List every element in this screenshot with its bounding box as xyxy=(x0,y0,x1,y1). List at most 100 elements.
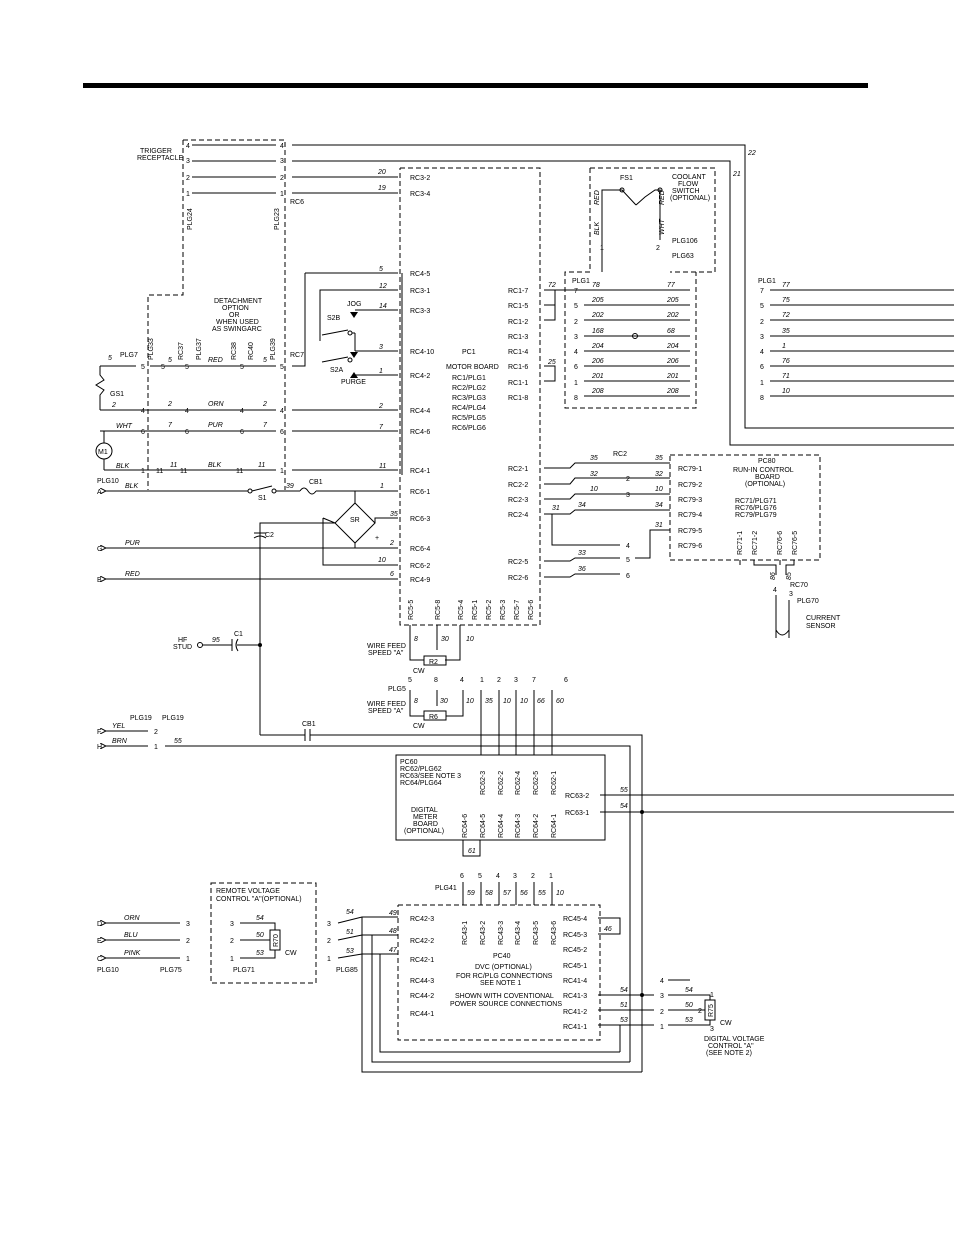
svg-text:6: 6 xyxy=(390,571,394,578)
svg-text:RC4-9: RC4-9 xyxy=(410,577,430,584)
svg-text:RC4-5: RC4-5 xyxy=(410,271,430,278)
svg-text:5: 5 xyxy=(240,364,244,371)
svg-text:10: 10 xyxy=(466,698,474,705)
plg7-label: PLG7 xyxy=(120,352,138,359)
svg-text:CONTROL "A"(OPTIONAL): CONTROL "A"(OPTIONAL) xyxy=(216,896,302,903)
svg-text:5: 5 xyxy=(168,357,172,364)
svg-text:CONTROL "A": CONTROL "A" xyxy=(708,1043,754,1050)
svg-text:RC45-4: RC45-4 xyxy=(563,916,587,923)
svg-text:RC45-2: RC45-2 xyxy=(563,947,587,954)
svg-text:1: 1 xyxy=(660,1024,664,1031)
svg-text:75: 75 xyxy=(782,297,790,304)
svg-text:54: 54 xyxy=(346,909,354,916)
svg-text:7: 7 xyxy=(532,677,536,684)
svg-text:RC1-8: RC1-8 xyxy=(508,395,528,402)
svg-text:BOARD: BOARD xyxy=(413,821,438,828)
svg-text:RC43-3: RC43-3 xyxy=(498,921,505,945)
svg-text:5: 5 xyxy=(478,873,482,880)
svg-text:2: 2 xyxy=(230,938,234,945)
svg-text:6: 6 xyxy=(574,364,578,371)
svg-text:1: 1 xyxy=(600,245,604,252)
svg-text:7: 7 xyxy=(379,424,384,431)
svg-text:6: 6 xyxy=(460,873,464,880)
svg-text:208: 208 xyxy=(591,388,604,395)
wire-feed-speed-r2: WIRE FEED SPEED "A" R2 CW 8 30 10 xyxy=(367,636,474,675)
svg-text:RC64-5: RC64-5 xyxy=(480,814,487,838)
svg-text:58: 58 xyxy=(485,890,493,897)
svg-text:SHOWN WITH COVENTIONAL: SHOWN WITH COVENTIONAL xyxy=(455,993,554,1000)
svg-text:3: 3 xyxy=(327,921,331,928)
svg-text:68: 68 xyxy=(667,328,675,335)
svg-text:55: 55 xyxy=(620,787,628,794)
svg-text:3: 3 xyxy=(280,158,284,165)
svg-text:S1: S1 xyxy=(258,495,267,502)
svg-text:2: 2 xyxy=(389,540,394,547)
svg-text:4: 4 xyxy=(496,873,500,880)
svg-text:RC43-1: RC43-1 xyxy=(462,921,469,945)
svg-text:1: 1 xyxy=(710,992,714,999)
detachment-option: DETACHMENT OPTION OR WHEN USED AS SWINGA… xyxy=(148,298,304,360)
svg-text:7: 7 xyxy=(760,288,764,295)
svg-text:PLG19: PLG19 xyxy=(130,715,152,722)
svg-text:5: 5 xyxy=(574,303,578,310)
svg-text:WHEN USED: WHEN USED xyxy=(216,319,259,326)
svg-text:4: 4 xyxy=(185,408,189,415)
svg-text:55: 55 xyxy=(538,890,546,897)
svg-text:RC4-6: RC4-6 xyxy=(410,429,430,436)
svg-text:RC76-5: RC76-5 xyxy=(792,531,799,555)
svg-text:19: 19 xyxy=(378,185,386,192)
svg-text:2: 2 xyxy=(186,938,190,945)
svg-text:RC2-2: RC2-2 xyxy=(508,482,528,489)
svg-text:4: 4 xyxy=(460,677,464,684)
svg-text:5: 5 xyxy=(408,677,412,684)
rc6-label: RC6 xyxy=(290,199,304,206)
svg-text:53: 53 xyxy=(620,1017,628,1024)
svg-text:2: 2 xyxy=(327,938,331,945)
svg-text:5: 5 xyxy=(626,557,630,564)
svg-text:4: 4 xyxy=(626,543,630,550)
svg-text:1: 1 xyxy=(186,191,190,198)
svg-text:C1: C1 xyxy=(234,631,243,638)
svg-text:3: 3 xyxy=(186,921,190,928)
svg-text:G: G xyxy=(97,546,102,553)
plg24-label: PLG24 xyxy=(187,208,194,230)
svg-text:DIGITAL VOLTAGE: DIGITAL VOLTAGE xyxy=(704,1036,765,1043)
svg-text:PC40: PC40 xyxy=(493,953,511,960)
svg-text:PLG85: PLG85 xyxy=(336,967,358,974)
svg-text:SR: SR xyxy=(350,517,360,524)
svg-text:BRN: BRN xyxy=(112,738,128,745)
svg-text:2: 2 xyxy=(154,729,158,736)
svg-text:WHT: WHT xyxy=(659,218,666,235)
plg19-group: CB1 PLG19 PLG19 F YEL 2 H BRN 1 55 xyxy=(97,715,643,1072)
svg-text:3: 3 xyxy=(710,1026,714,1033)
svg-text:1: 1 xyxy=(760,380,764,387)
svg-text:204: 204 xyxy=(666,343,679,350)
svg-text:56: 56 xyxy=(520,890,528,897)
pc40-dvc: PLG41 6 5 4 3 2 1 59 58 57 56 55 10 RC42… xyxy=(397,873,654,1062)
svg-text:RC4-2: RC4-2 xyxy=(410,373,430,380)
svg-text:4: 4 xyxy=(280,143,284,150)
svg-text:3: 3 xyxy=(230,921,234,928)
svg-text:30: 30 xyxy=(441,636,449,643)
svg-text:RC62-4: RC62-4 xyxy=(515,771,522,795)
rc1-connector: RC1-7 RC1-5 RC1-2 RC1-3 RC1-4 RC1-6 RC1-… xyxy=(508,282,595,402)
svg-text:POWER SOURCE CONNECTIONS: POWER SOURCE CONNECTIONS xyxy=(450,1001,562,1008)
svg-text:48: 48 xyxy=(389,928,397,935)
svg-text:14: 14 xyxy=(379,303,387,310)
svg-text:2: 2 xyxy=(656,245,660,252)
svg-text:CURRENT: CURRENT xyxy=(806,615,841,622)
svg-text:RC4-4: RC4-4 xyxy=(410,408,430,415)
svg-text:47: 47 xyxy=(389,947,398,954)
svg-text:DIGITAL: DIGITAL xyxy=(411,807,438,814)
plg1-right: PLG1 7 5 2 3 4 6 1 8 77 75 72 35 1 76 71… xyxy=(758,278,954,402)
svg-text:RC2-6: RC2-6 xyxy=(508,575,528,582)
svg-text:2: 2 xyxy=(262,401,267,408)
svg-text:PLG71: PLG71 xyxy=(233,967,255,974)
svg-text:PLG63: PLG63 xyxy=(672,253,694,260)
svg-text:RC2: RC2 xyxy=(613,451,627,458)
svg-text:RC6-3: RC6-3 xyxy=(410,516,430,523)
svg-text:RC1-1: RC1-1 xyxy=(508,380,528,387)
svg-text:PC80: PC80 xyxy=(758,458,776,465)
svg-text:5: 5 xyxy=(760,303,764,310)
svg-text:BLK: BLK xyxy=(208,462,222,469)
